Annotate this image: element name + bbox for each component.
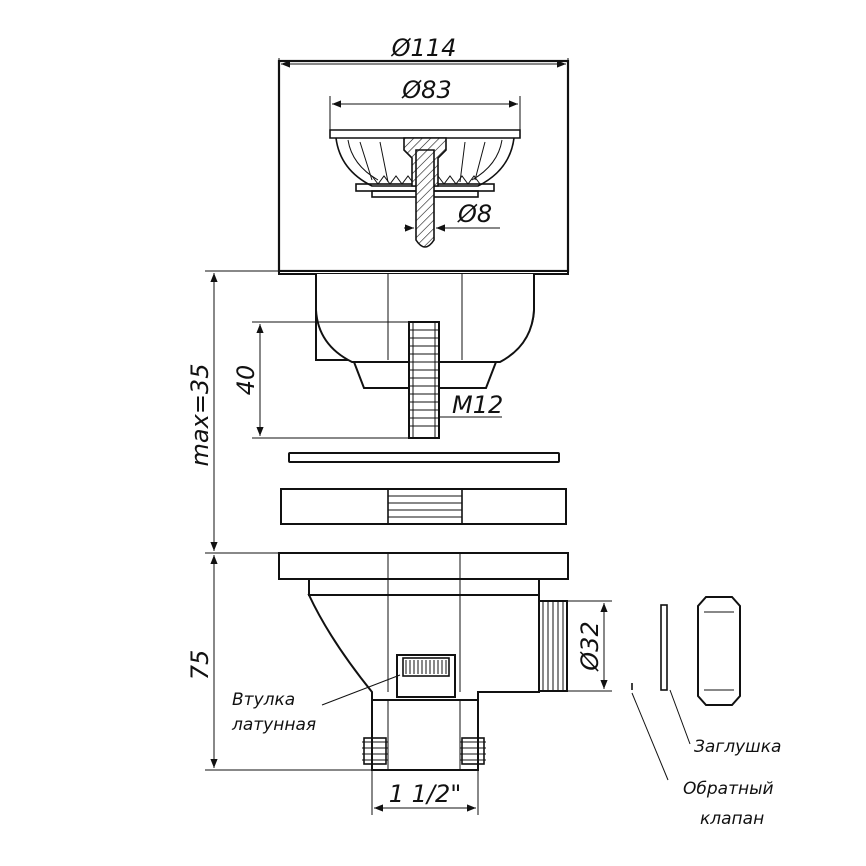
strainer-body [278, 270, 569, 439]
drain-thread-label: 1 1/2" [389, 780, 462, 808]
plug-label: Заглушка [694, 737, 781, 757]
thread-callout-m12: M12 [439, 391, 503, 419]
check-valve-label-line2: клапан [700, 809, 764, 829]
plug: Заглушка [660, 596, 781, 757]
dimension-screw-length: 40 [232, 321, 409, 439]
body-height-label: 75 [186, 650, 214, 681]
callout-brass-bushing: Втулка латунная [231, 674, 401, 735]
check-valve-label-line1: Обратный [683, 779, 774, 799]
drain-body [278, 552, 569, 771]
outer-diameter-label: Ø114 [391, 34, 457, 62]
gasket [288, 452, 560, 463]
lock-nut [280, 488, 567, 525]
dimension-stem-diameter: Ø8 [404, 200, 500, 232]
dimension-outer-diameter: Ø114 [278, 34, 569, 70]
dimension-basket-diameter: Ø83 [329, 76, 521, 130]
screw-thread-label: M12 [452, 391, 503, 419]
dimension-outlet-diameter: Ø32 [567, 600, 612, 692]
outlet-diameter-label: Ø32 [576, 621, 604, 671]
brass-bushing-label-line2: латунная [231, 715, 316, 735]
brass-bushing-label-line1: Втулка [232, 690, 295, 710]
dimension-drain-thread: 1 1/2" [371, 770, 479, 815]
max-thickness-label: max=35 [186, 364, 214, 467]
dimension-body-height: 75 [186, 555, 372, 771]
basket-diameter-label: Ø83 [401, 76, 451, 104]
stem-diameter-label: Ø8 [457, 200, 492, 228]
screw-length-label: 40 [232, 365, 260, 396]
check-valve: Обратный клапан [631, 683, 774, 829]
dimension-max-thickness: max=35 [186, 270, 279, 554]
